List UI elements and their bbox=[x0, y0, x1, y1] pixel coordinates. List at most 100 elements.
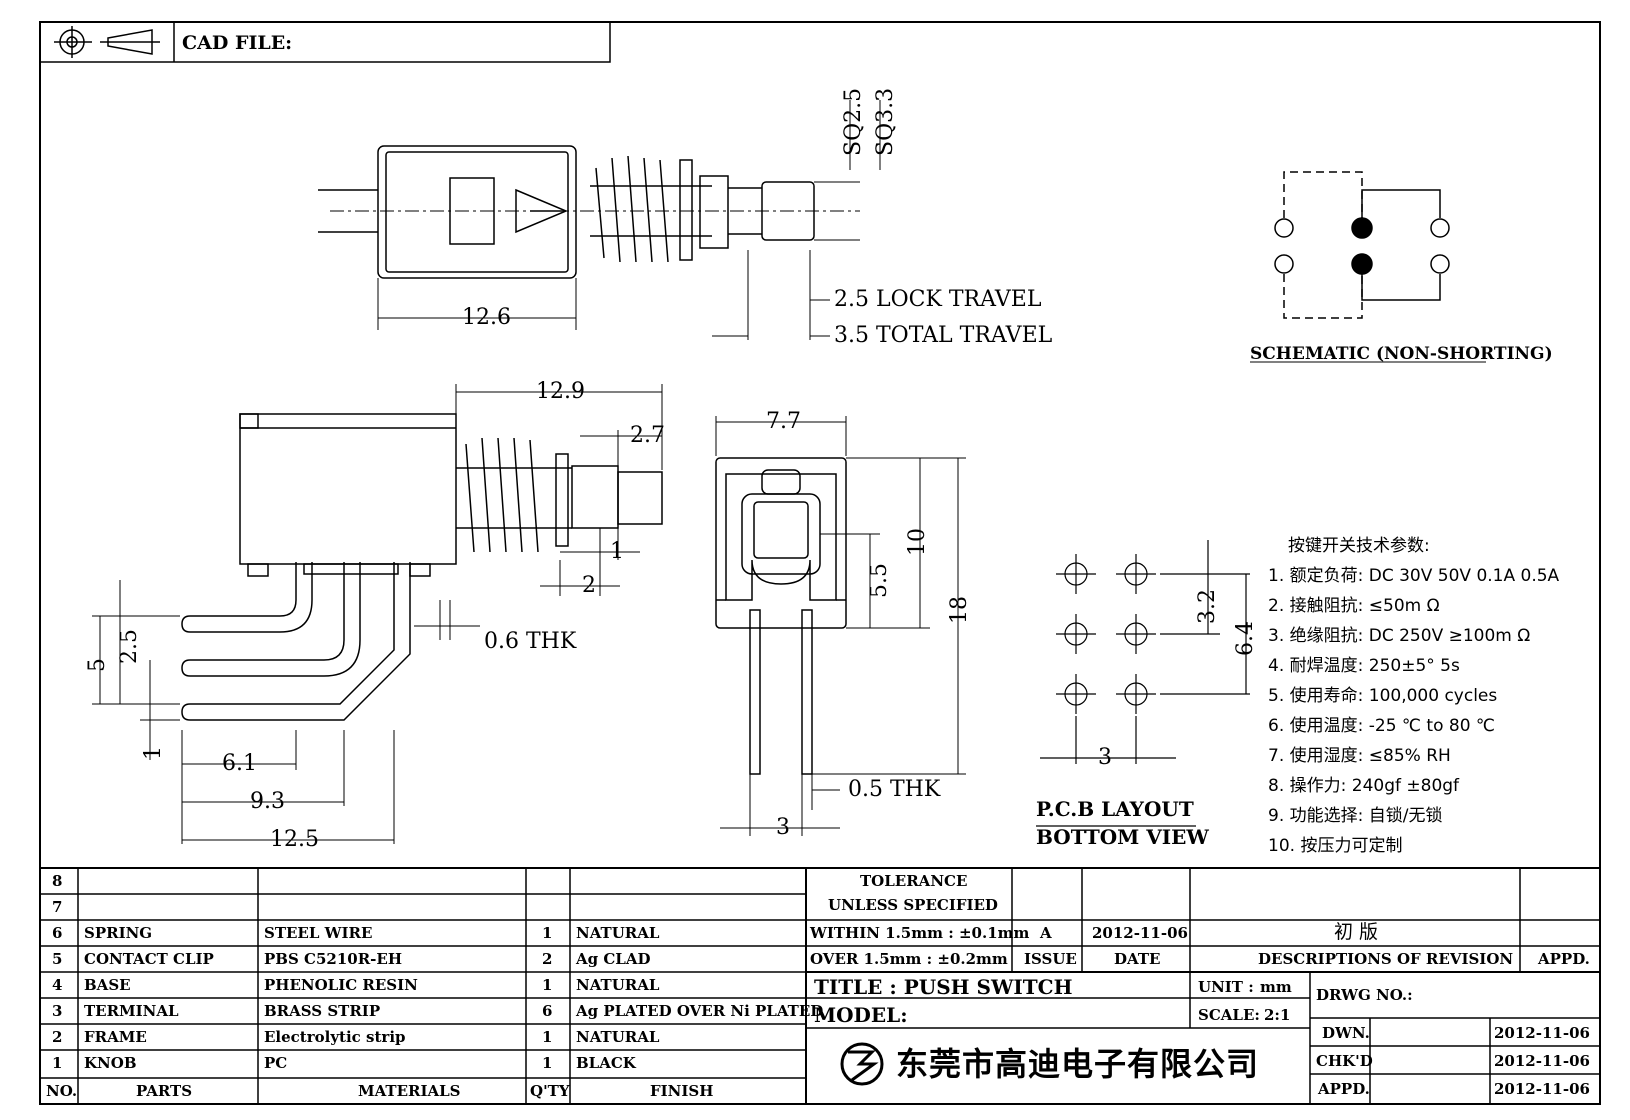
table-cell-material: BRASS STRIP bbox=[264, 1002, 381, 1020]
table-cell-part: CONTACT CLIP bbox=[84, 950, 214, 968]
table-cell-part: TERMINAL bbox=[84, 1002, 179, 1020]
revision-header-desc: DESCRIPTIONS OF REVISION bbox=[1258, 950, 1514, 968]
table-cell-part: FRAME bbox=[84, 1028, 147, 1046]
table-cell-no: 3 bbox=[52, 1002, 63, 1020]
dim-lock-travel: 2.5 LOCK TRAVEL bbox=[834, 287, 1042, 312]
spec-heading: 按键开关技术参数: bbox=[1288, 536, 1430, 556]
table-cell-qty: 2 bbox=[542, 950, 553, 968]
tolerance-title: TOLERANCE bbox=[860, 872, 968, 890]
table-header-no: NO. bbox=[46, 1082, 78, 1100]
dim-pin-9-3: 9.3 bbox=[250, 789, 285, 814]
schematic-label: SCHEMATIC (NON-SHORTING) bbox=[1250, 344, 1553, 364]
revision-header-issue: ISSUE bbox=[1024, 950, 1077, 968]
spec-item: 5. 使用寿命: 100,000 cycles bbox=[1268, 686, 1498, 706]
revision-description: 初 版 bbox=[1334, 921, 1379, 943]
unit-label: UNIT : bbox=[1198, 978, 1254, 996]
dim-pcb-3-2: 3.2 bbox=[1195, 589, 1220, 624]
spec-item: 8. 操作力: 240gf ±80gf bbox=[1268, 776, 1460, 796]
table-cell-no: 5 bbox=[52, 950, 63, 968]
spec-item: 7. 使用湿度: ≤85% RH bbox=[1268, 746, 1451, 766]
front-view bbox=[715, 416, 966, 836]
dim-pin-5: 5 bbox=[85, 658, 110, 672]
dim-side-thk: 0.6 THK bbox=[484, 629, 577, 654]
table-cell-no: 6 bbox=[52, 924, 63, 942]
dim-pcb-3: 3 bbox=[1098, 745, 1112, 770]
tolerance-subtitle: UNLESS SPECIFIED bbox=[828, 896, 998, 914]
spec-item: 3. 绝缘阻抗: DC 250V ≥100m Ω bbox=[1268, 626, 1531, 646]
dim-side-2-7: 2.7 bbox=[630, 423, 665, 448]
table-cell-part: SPRING bbox=[84, 924, 153, 942]
title-block bbox=[40, 867, 1600, 1104]
pcb-layout bbox=[1036, 540, 1250, 827]
appd-date: 2012-11-06 bbox=[1494, 1080, 1590, 1098]
table-cell-material: PHENOLIC RESIN bbox=[264, 976, 418, 994]
dwn-label: DWN. bbox=[1322, 1024, 1370, 1042]
table-cell-qty: 1 bbox=[542, 924, 553, 942]
spec-item: 2. 接触阻抗: ≤50m Ω bbox=[1268, 596, 1440, 616]
dim-body-length: 12.6 bbox=[462, 305, 511, 330]
dim-pin-6-1: 6.1 bbox=[222, 751, 257, 776]
table-cell-no: 2 bbox=[52, 1028, 63, 1046]
appd-label: APPD. bbox=[1318, 1080, 1370, 1098]
dim-side-2: 2 bbox=[582, 573, 596, 598]
table-cell-finish: NATURAL bbox=[576, 976, 660, 994]
spec-item: 6. 使用温度: -25 ℃ to 80 ℃ bbox=[1268, 716, 1496, 736]
table-cell-finish: NATURAL bbox=[576, 924, 660, 942]
revision-date: 2012-11-06 bbox=[1092, 924, 1188, 942]
cad-file-label: CAD FILE: bbox=[182, 32, 293, 54]
spec-item: 4. 耐焊温度: 250±5° 5s bbox=[1268, 656, 1460, 676]
scale-value: 2:1 bbox=[1264, 1006, 1291, 1024]
header-box bbox=[39, 21, 611, 63]
chkd-label: CHK'D bbox=[1316, 1052, 1373, 1070]
table-cell-no: 7 bbox=[52, 898, 63, 916]
revision-header-date: DATE bbox=[1114, 950, 1161, 968]
dim-sq2: SQ3.3 bbox=[873, 87, 898, 156]
dim-front-7-7: 7.7 bbox=[766, 409, 801, 434]
tolerance-within: WITHIN 1.5mm : ±0.1mm bbox=[810, 924, 1030, 942]
pcb-layout-title: P.C.B LAYOUT bbox=[1036, 797, 1194, 821]
table-cell-qty: 1 bbox=[542, 976, 553, 994]
table-header-qty: Q'TY bbox=[530, 1082, 570, 1100]
dim-sq1: SQ2.5 bbox=[841, 87, 866, 156]
table-cell-part: BASE bbox=[84, 976, 131, 994]
title-text: TITLE : PUSH SWITCH bbox=[814, 975, 1073, 999]
dim-side-1: 1 bbox=[610, 539, 624, 564]
dim-front-18: 18 bbox=[947, 596, 972, 624]
tolerance-over: OVER 1.5mm : ±0.2mm bbox=[810, 950, 1008, 968]
table-cell-material: PBS C5210R-EH bbox=[264, 950, 402, 968]
projection-symbol-icon bbox=[54, 26, 160, 58]
table-cell-material: Electrolytic strip bbox=[264, 1028, 406, 1046]
pcb-layout-subtitle: BOTTOM VIEW bbox=[1036, 825, 1209, 849]
table-header-finish: FINISH bbox=[650, 1082, 714, 1100]
table-cell-no: 1 bbox=[52, 1054, 63, 1072]
dim-pin-2-5: 2.5 bbox=[117, 629, 142, 664]
table-cell-material: PC bbox=[264, 1054, 288, 1072]
dim-pin-12-5: 12.5 bbox=[270, 827, 319, 852]
sheet-border bbox=[39, 21, 1601, 1105]
table-cell-no: 8 bbox=[52, 872, 63, 890]
table-cell-qty: 1 bbox=[542, 1028, 553, 1046]
dim-front-5-5: 5.5 bbox=[867, 563, 892, 598]
dim-front-10: 10 bbox=[905, 528, 930, 556]
drwg-no-label: DRWG NO.: bbox=[1316, 986, 1413, 1004]
table-cell-finish: Ag CLAD bbox=[576, 950, 651, 968]
dim-side-12-9: 12.9 bbox=[536, 379, 585, 404]
table-header-materials: MATERIALS bbox=[358, 1082, 461, 1100]
dim-total-travel: 3.5 TOTAL TRAVEL bbox=[834, 323, 1053, 348]
company-logo-icon bbox=[840, 1042, 884, 1086]
dim-front-thk: 0.5 THK bbox=[848, 777, 941, 802]
model-label: MODEL: bbox=[814, 1003, 908, 1027]
table-cell-no: 4 bbox=[52, 976, 63, 994]
spec-item: 9. 功能选择: 自锁/无锁 bbox=[1268, 806, 1443, 826]
schematic bbox=[1250, 171, 1486, 363]
table-cell-qty: 6 bbox=[542, 1002, 553, 1020]
table-cell-material: STEEL WIRE bbox=[264, 924, 373, 942]
side-view bbox=[92, 384, 663, 844]
chkd-date: 2012-11-06 bbox=[1494, 1052, 1590, 1070]
dim-front-3: 3 bbox=[776, 815, 790, 840]
table-cell-qty: 1 bbox=[542, 1054, 553, 1072]
revision-issue: A bbox=[1040, 924, 1052, 942]
revision-header-appd: APPD. bbox=[1538, 950, 1590, 968]
